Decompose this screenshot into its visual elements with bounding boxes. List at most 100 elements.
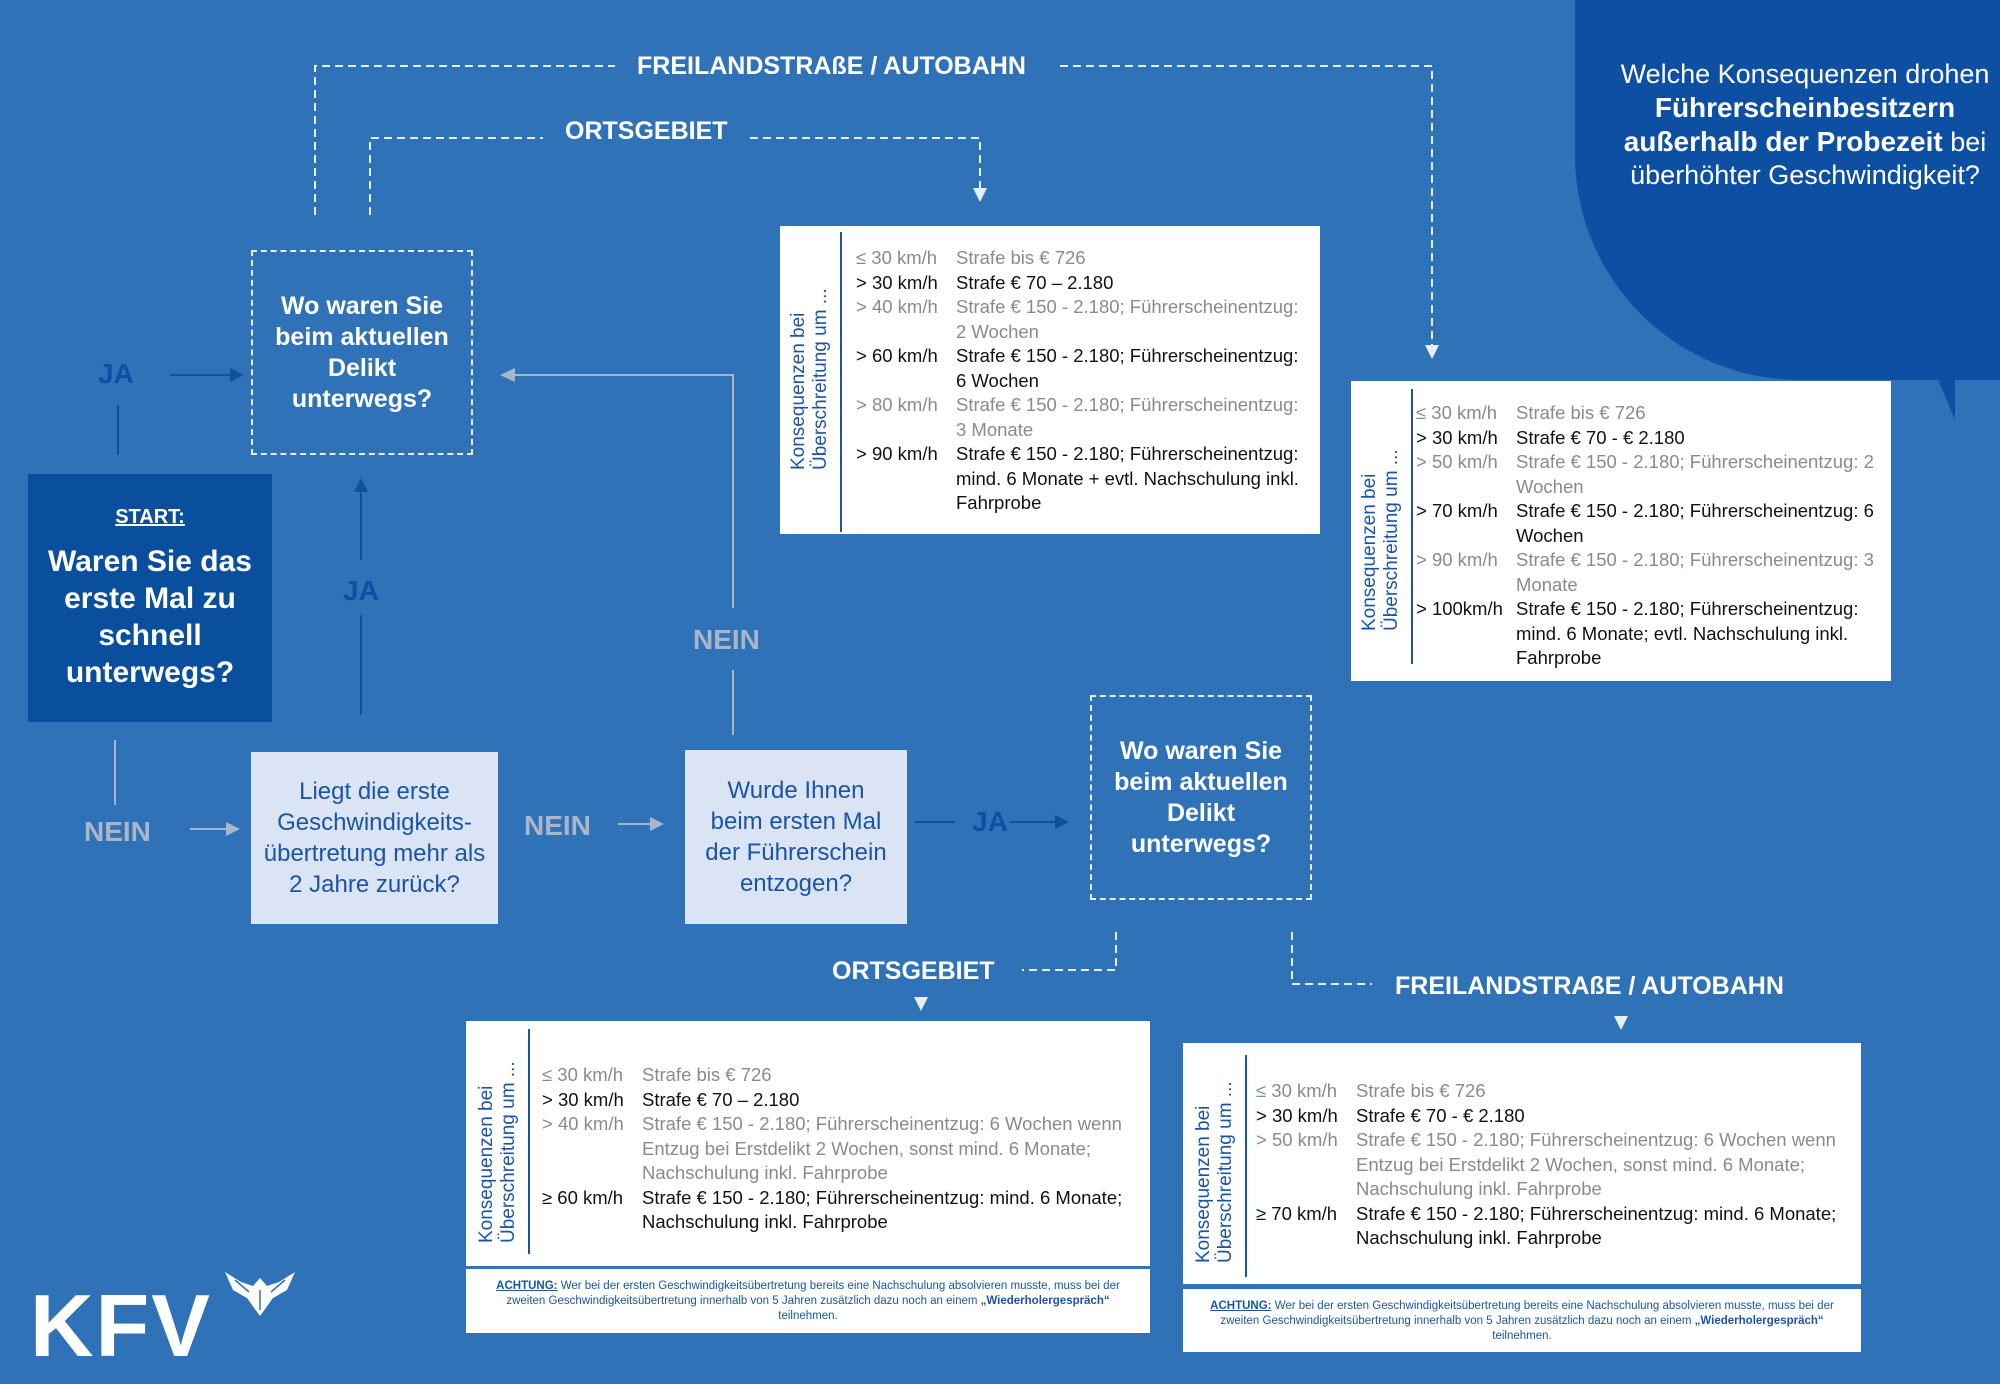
speed-threshold: ≥ 60 km/h — [542, 1186, 624, 1208]
penalty-card-ortsgebiet-top: Konsequenzen bei Überschreitung um ... ≤… — [780, 226, 1320, 534]
penalty-row: > 60 km/h Strafe € 150 - 2.180; Führersch… — [856, 344, 1306, 393]
speed-threshold: > 40 km/h — [856, 296, 938, 317]
label-nein-1: NEIN — [84, 816, 151, 847]
speed-threshold: > 30 km/h — [1256, 1104, 1338, 1126]
penalty-row: > 30 km/h Strafe € 70 - € 2.180 — [1416, 426, 1876, 451]
card-divider — [1245, 1055, 1247, 1277]
penalty-text: Strafe € 150 - 2.180; Führerscheinentzug… — [1516, 549, 1874, 595]
speed-threshold: ≤ 30 km/h — [856, 247, 938, 268]
label-nein-2: NEIN — [524, 810, 591, 841]
route-freiland-top-left — [314, 65, 615, 215]
route-freiland-top-right — [1060, 65, 1433, 345]
dashed-arrowheads — [914, 188, 1628, 1030]
penalty-row: > 30 km/h Strafe € 70 - € 2.180 — [1256, 1104, 1856, 1129]
speed-threshold: > 70 km/h — [1416, 500, 1498, 521]
penalty-text: Strafe € 150 - 2.180; Führerscheinentzug… — [642, 1113, 1122, 1183]
penalty-text: Strafe € 150 - 2.180; Führerscheinentzug… — [1516, 451, 1874, 497]
penalty-text: Strafe € 70 - € 2.180 — [1356, 1104, 1525, 1126]
ja-lines — [117, 374, 1055, 823]
penalty-text: Strafe bis € 726 — [642, 1064, 772, 1085]
bubble-bold: Führerscheinbesitzern außerhalb der Prob… — [1623, 92, 1956, 157]
penalty-row: > 90 km/h Strafe € 150 - 2.180; Führersch… — [1416, 548, 1876, 597]
speed-threshold: > 40 km/h — [542, 1113, 624, 1134]
penalty-text: Strafe € 150 - 2.180; Führerscheinentzug… — [1356, 1129, 1836, 1199]
speed-threshold: ≤ 30 km/h — [1256, 1080, 1338, 1101]
penalty-text: Strafe € 70 – 2.180 — [642, 1088, 800, 1110]
nein-arrowheads — [226, 368, 664, 836]
question-bubble-text: Welche Konsequenzen drohen Führerscheinb… — [1610, 58, 2000, 192]
penalty-text: Strafe € 150 - 2.180; Führerscheinentzug… — [956, 296, 1299, 342]
speed-threshold: > 30 km/h — [856, 271, 938, 293]
penalty-row: ≥ 60 km/h Strafe € 150 - 2.180; Führersch… — [542, 1186, 1137, 1235]
card-divider — [528, 1029, 530, 1254]
dashed-route-lines — [314, 65, 1433, 985]
where-box-bottom: Wo waren Sie beim aktuellen Delikt unter… — [1090, 695, 1312, 900]
start-box: START: Waren Sie das erste Mal zu schnel… — [28, 474, 272, 722]
label-ortsgebiet-top: ORTSGEBIET — [565, 117, 728, 145]
license-revoked-box: Wurde Ihnen beim ersten Mal der Führersc… — [685, 750, 907, 924]
label-nein-3: NEIN — [693, 624, 760, 655]
card-side-label: Konsequenzen bei Überschreitung um ... — [788, 288, 831, 470]
bubble-line3: bei überhöhter Geschwindigkeit? — [1630, 127, 1987, 190]
label-freiland-bottom: FREILANDSTRAßE / AUTOBAHN — [1395, 972, 1784, 1000]
label-ja-3: JA — [972, 806, 1008, 837]
penalty-text: Strafe € 150 - 2.180; Führerscheinentzug… — [956, 345, 1299, 391]
penalty-row: > 50 km/h Strafe € 150 - 2.180; Führersch… — [1256, 1128, 1856, 1202]
route-freiland-bottom — [1291, 932, 1372, 985]
penalty-row: > 40 km/h Strafe € 150 - 2.180; Führersch… — [542, 1112, 1137, 1186]
penalty-row: > 40 km/h Strafe € 150 - 2.180; Führersch… — [856, 295, 1306, 344]
penalty-text: Strafe € 150 - 2.180; Führerscheinentzug… — [1516, 598, 1859, 668]
kfv-logo: KFV — [30, 1276, 212, 1375]
penalty-row: > 30 km/h Strafe € 70 – 2.180 — [542, 1088, 1137, 1113]
penalty-text: Strafe € 150 - 2.180; Führerscheinentzug… — [642, 1186, 1123, 1233]
speed-threshold: ≤ 30 km/h — [1416, 402, 1498, 423]
speed-threshold: ≤ 30 km/h — [542, 1064, 624, 1085]
speed-threshold: > 90 km/h — [1416, 549, 1498, 570]
penalty-row: ≥ 70 km/h Strafe € 150 - 2.180; Führersch… — [1256, 1202, 1856, 1251]
first-offence-text: Liegt die erste Geschwindigkeits-übertre… — [263, 778, 486, 898]
speed-threshold: > 30 km/h — [542, 1088, 624, 1110]
speed-threshold: > 50 km/h — [1256, 1129, 1338, 1150]
label-ortsgebiet-bottom: ORTSGEBIET — [832, 957, 995, 985]
penalty-row: > 100km/h Strafe € 150 - 2.180; Führersch… — [1416, 597, 1876, 671]
route-ortsgebiet-top-right — [750, 137, 981, 188]
penalty-text: Strafe € 150 - 2.180; Führerscheinentzug… — [1516, 500, 1874, 546]
start-label: START: — [115, 506, 185, 528]
speed-threshold: > 80 km/h — [856, 394, 938, 415]
penalty-card-freiland-bottom: Konsequenzen bei Überschreitung um ... ≤… — [1183, 1043, 1861, 1284]
speed-threshold: > 30 km/h — [1416, 426, 1498, 448]
card-side-label: Konsequenzen bei Überschreitung um ... — [1359, 449, 1402, 631]
speed-threshold: > 60 km/h — [856, 345, 938, 366]
label-ja-2: JA — [343, 575, 379, 606]
warning-note-left: ACHTUNG: Wer bei der ersten Geschwindigk… — [466, 1269, 1150, 1333]
route-ortsgebiet-bottom — [1022, 932, 1117, 971]
card-divider — [1411, 389, 1413, 664]
speed-threshold: > 100km/h — [1416, 598, 1503, 619]
penalty-row: ≤ 30 km/h Strafe bis € 726 — [542, 1063, 1137, 1088]
bubble-line1: Welche Konsequenzen drohen — [1620, 59, 1990, 89]
penalty-text: Strafe € 150 - 2.180; Führerscheinentzug… — [956, 443, 1299, 513]
penalty-row: > 30 km/h Strafe € 70 – 2.180 — [856, 271, 1306, 296]
penalty-row: > 70 km/h Strafe € 150 - 2.180; Führersch… — [1416, 499, 1876, 548]
penalty-row: ≤ 30 km/h Strafe bis € 726 — [856, 246, 1306, 271]
speed-threshold: ≥ 70 km/h — [1256, 1202, 1338, 1224]
warning-note-right: ACHTUNG: Wer bei der ersten Geschwindigk… — [1183, 1289, 1861, 1352]
question-bubble-tail — [1905, 300, 1955, 420]
penalty-text: Strafe € 70 – 2.180 — [956, 271, 1114, 293]
penalty-text: Strafe bis € 726 — [956, 247, 1086, 268]
where-box-top: Wo waren Sie beim aktuellen Delikt unter… — [251, 250, 473, 455]
card-side-label: Konsequenzen bei Überschreitung um ... — [476, 1061, 519, 1243]
penalty-text: Strafe € 70 - € 2.180 — [1516, 426, 1685, 448]
penalty-text: Strafe € 150 - 2.180; Führerscheinentzug… — [1356, 1202, 1837, 1249]
first-offence-box: Liegt die erste Geschwindigkeits-übertre… — [251, 752, 498, 924]
where-box-top-text: Wo waren Sie beim aktuellen Delikt unter… — [275, 291, 449, 413]
penalty-card-freiland-top: Konsequenzen bei Überschreitung um ... ≤… — [1351, 381, 1891, 681]
